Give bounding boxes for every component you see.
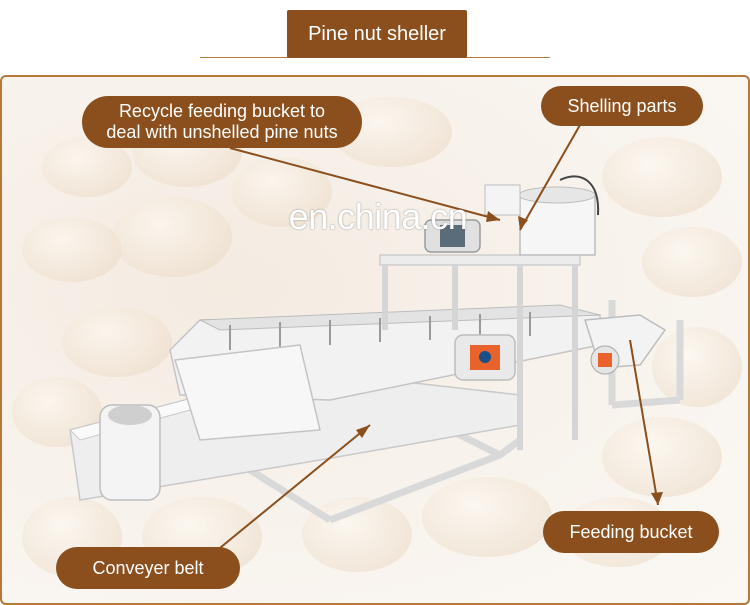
background-nut	[652, 327, 742, 407]
leader-arrowheads	[356, 211, 663, 505]
leader-lines	[214, 124, 659, 553]
callout-feeding-label: Feeding bucket	[569, 521, 693, 542]
background-nut	[232, 157, 332, 227]
leader-feeding	[629, 339, 659, 506]
callout-feeding-bucket: Feeding bucket	[543, 511, 719, 553]
page-title: Pine nut sheller	[287, 10, 467, 58]
main-motor	[424, 219, 481, 253]
background-nut	[422, 477, 552, 557]
background-nut	[602, 417, 722, 497]
shelling-drum	[484, 175, 600, 256]
callout-recycle-feeding-bucket: Recycle feeding bucket to deal with unsh…	[82, 96, 362, 148]
background-nut	[62, 307, 172, 377]
watermark-text: en.china.cn	[288, 196, 468, 237]
callout-recycle-line2: deal with unshelled pine nuts	[106, 122, 338, 142]
header-bar: Pine nut sheller	[0, 0, 750, 75]
leader-conveyer	[214, 424, 371, 553]
background-nut	[642, 227, 742, 297]
feeding-bucket-body	[584, 314, 667, 375]
vibration-motor	[454, 334, 516, 381]
shelling-frame	[379, 254, 581, 450]
leader-recycle	[229, 147, 501, 221]
discharge-hopper	[174, 344, 321, 441]
callout-shelling-parts: Shelling parts	[541, 86, 703, 126]
callout-conveyer-label: Conveyer belt	[92, 557, 204, 578]
callout-conveyer-belt: Conveyer belt	[56, 547, 240, 589]
callout-shelling-label: Shelling parts	[567, 95, 677, 116]
background-nut	[112, 197, 232, 277]
background-nut	[602, 137, 722, 217]
conveyor-motor	[99, 404, 161, 501]
leader-shelling	[519, 124, 581, 231]
callout-recycle-line1: Recycle feeding bucket to	[118, 101, 326, 122]
background-nut	[22, 217, 122, 282]
